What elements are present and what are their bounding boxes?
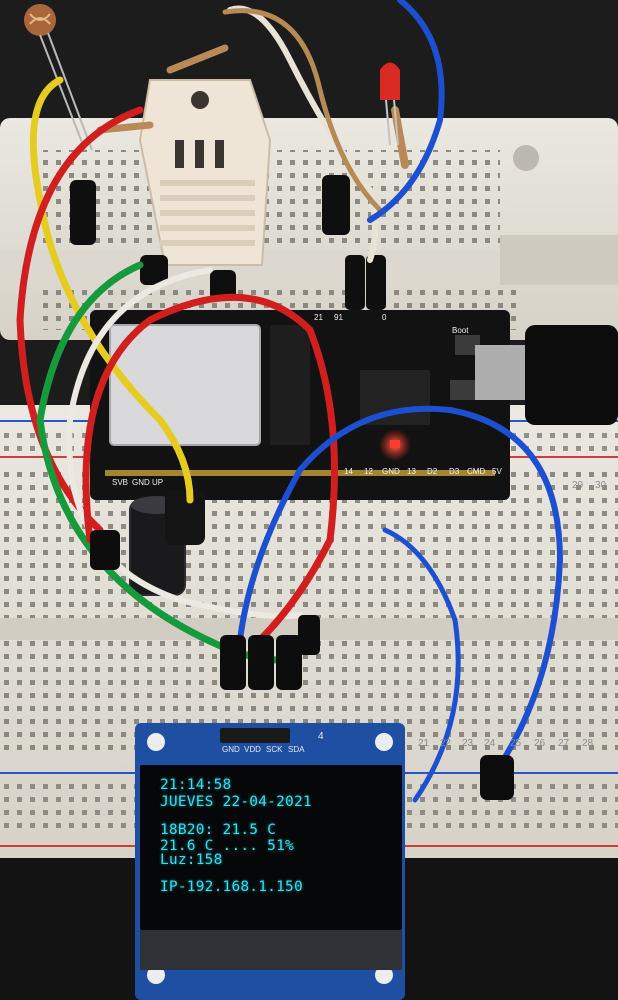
esp32-pin-svb: SVB	[112, 478, 129, 487]
breadboard-row-23: 23	[462, 738, 474, 749]
esp32-pin-14: 14	[344, 467, 353, 476]
oled-pin-vdd: VDD	[244, 745, 261, 754]
esp32-pin-up: UP	[152, 478, 164, 487]
breadboard-row-21: 21	[418, 738, 430, 749]
oled-pin-sck: SCK	[266, 745, 283, 754]
esp32-top-num-91: 91	[334, 313, 343, 322]
oled-18b20-reading: 18B20: 21.5 C	[160, 822, 277, 838]
oled-date: JUEVES 22-04-2021	[160, 794, 312, 810]
jumper-plugs-bottom	[90, 530, 514, 800]
oled-module	[135, 723, 405, 1000]
breadboard-row-24: 24	[484, 738, 496, 749]
capacitors	[129, 490, 205, 596]
esp32-pin-gnd-2: GND	[382, 467, 400, 476]
esp32-pin-gnd-1: GND	[132, 478, 150, 487]
breadboard-row-25: 25	[510, 738, 522, 749]
jumper-plugs-top	[70, 175, 386, 310]
usb-cable	[475, 325, 618, 425]
oled-pin-sda: SDA	[288, 745, 305, 754]
jumper-wires	[16, 0, 564, 803]
oled-ip-address: IP-192.168.1.150	[160, 879, 303, 895]
photoresistor	[24, 4, 93, 151]
esp32-pin-cmd: CMD	[467, 467, 486, 476]
red-led	[380, 62, 400, 146]
esp32-pin-12: 12	[364, 467, 373, 476]
esp32-pin-d3: D3	[449, 467, 460, 476]
oled-time: 21:14:58	[160, 777, 232, 793]
esp32-pin-5v: 5V	[492, 467, 502, 476]
esp32-top-num-0: 0	[382, 313, 387, 322]
breadboard-row-27: 27	[558, 738, 570, 749]
esp32-top-num-21: 21	[314, 313, 323, 322]
oled-light-reading: Luz:158	[160, 852, 223, 868]
oled-header-number: 4	[318, 731, 324, 742]
breadboard-col-30: 30	[595, 480, 607, 491]
dht-sensor	[138, 79, 272, 266]
breadboard-col-29: 29	[572, 480, 584, 491]
breadboard-row-22: 22	[440, 738, 452, 749]
oled-dht-reading: 21.6 C .... 51%	[160, 838, 294, 854]
oled-pin-gnd: GND	[222, 745, 240, 754]
esp32-pin-d2: D2	[427, 467, 438, 476]
esp32-boot-label: Boot	[452, 326, 469, 335]
breadboard-row-28: 28	[582, 738, 594, 749]
breadboard-row-26: 26	[534, 738, 546, 749]
esp32-pin-13: 13	[407, 467, 416, 476]
